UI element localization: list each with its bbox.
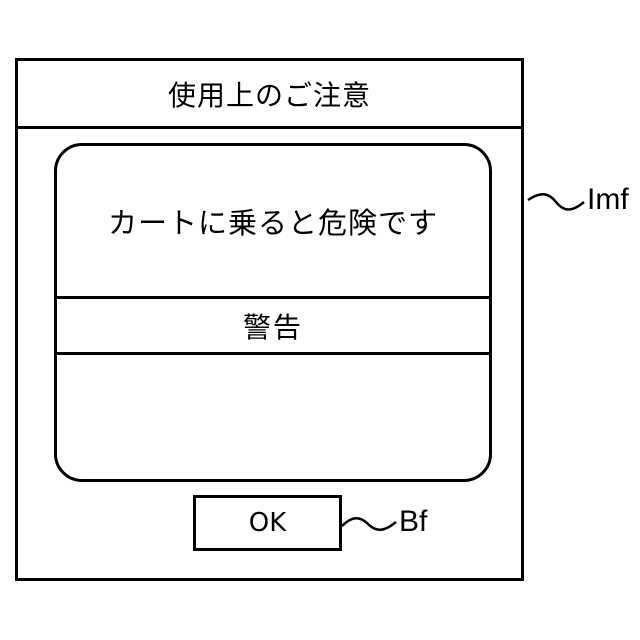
dialog-title: 使用上のご注意 (18, 61, 521, 129)
warning-label: 警告 (57, 296, 489, 355)
button-reference-label: Bf (399, 505, 427, 539)
warning-card: カートに乗ると危険です 警告 (54, 143, 492, 482)
ok-button[interactable]: OK (193, 495, 342, 551)
frame-reference-label: Imf (587, 183, 629, 217)
button-callout-line (340, 512, 398, 538)
frame-callout-line (526, 190, 586, 220)
danger-message: カートに乗ると危険です (57, 146, 489, 296)
notice-dialog-frame: 使用上のご注意 カートに乗ると危険です 警告 OK (15, 58, 524, 581)
